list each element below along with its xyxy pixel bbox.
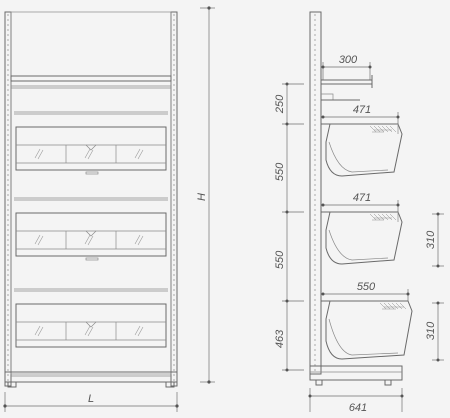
spacing-3-label: 550 <box>274 250 286 269</box>
front-height-dimension: H <box>196 6 215 384</box>
side-basket-2 <box>321 211 403 265</box>
basket-2-depth-label: 471 <box>353 192 371 204</box>
width-label: L <box>88 393 94 405</box>
dimension-basket-1-depth: 471 <box>321 104 400 124</box>
basket-3-depth-label: 550 <box>357 281 376 293</box>
basket-3-height-label: 310 <box>425 321 437 340</box>
dimension-basket-3-height: 310 <box>425 301 444 362</box>
top-shelf-depth-label: 300 <box>339 54 358 66</box>
upright-slots <box>7 14 175 384</box>
side-basket-1 <box>321 123 403 177</box>
front-basket-2 <box>14 197 168 261</box>
dimension-basket-2-depth: 471 <box>321 192 400 212</box>
side-upright <box>309 11 322 375</box>
front-basket-3 <box>14 288 168 348</box>
basket-1-depth-label: 471 <box>353 104 371 116</box>
dimension-basket-3-depth: 550 <box>321 281 410 301</box>
side-view: 300 471 471 550 <box>274 11 444 414</box>
front-base <box>4 371 178 388</box>
front-basket-1 <box>14 111 168 175</box>
dimension-top-shelf-depth: 300 <box>321 54 372 80</box>
side-base <box>309 365 403 386</box>
side-top-shelf <box>321 75 373 101</box>
dimension-vertical-chain: 250 550 550 463 <box>274 82 304 372</box>
top-shelf <box>10 75 172 89</box>
dimension-basket-2-height: 310 <box>425 212 444 268</box>
side-basket-3 <box>321 300 413 360</box>
back-panel <box>10 11 172 375</box>
basket-2-height-label: 310 <box>425 230 437 249</box>
spacing-1-label: 250 <box>274 94 286 114</box>
spacing-2-label: 550 <box>274 162 286 181</box>
dimension-total-depth: 641 <box>308 388 404 414</box>
total-depth-label: 641 <box>349 402 367 414</box>
front-view: L H <box>3 6 215 412</box>
spacing-4-label: 463 <box>274 329 286 348</box>
front-width-dimension: L <box>3 392 179 412</box>
height-label: H <box>196 193 208 201</box>
